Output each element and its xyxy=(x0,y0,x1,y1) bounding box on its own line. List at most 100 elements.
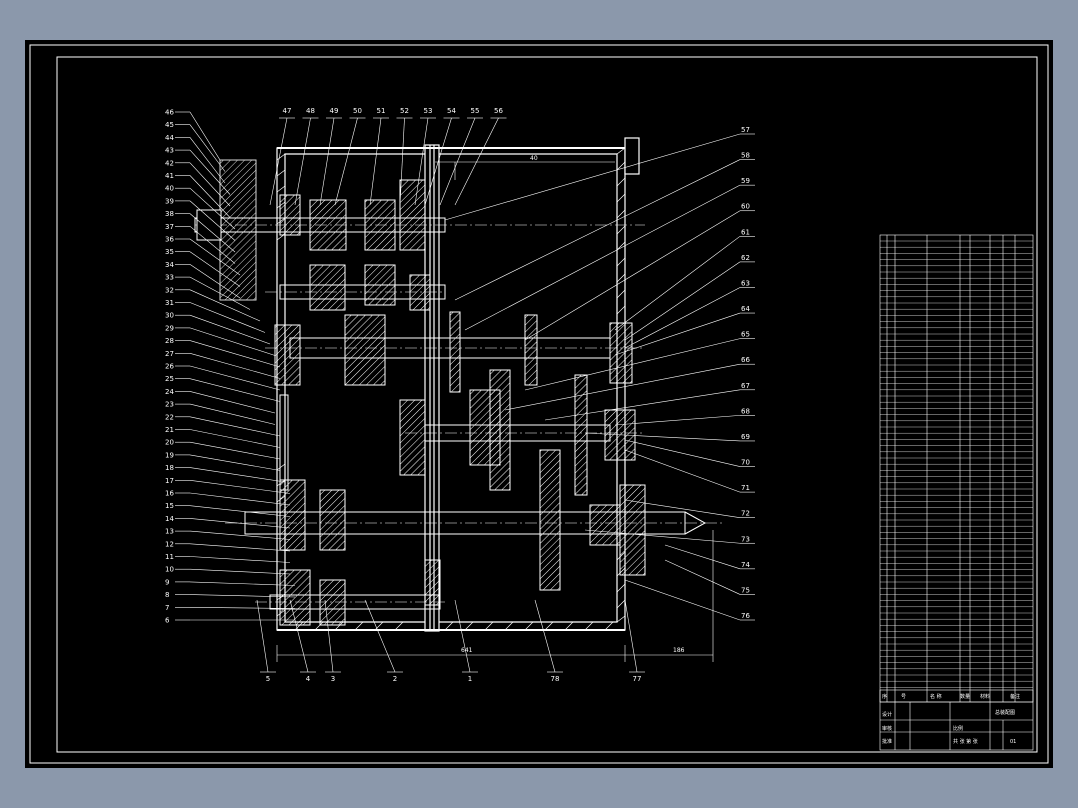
callout-number: 5 xyxy=(266,675,270,683)
callout-number: 65 xyxy=(741,331,750,339)
callout-number: 58 xyxy=(741,152,750,160)
callout-number: 22 xyxy=(165,413,174,421)
leader-line xyxy=(454,599,471,673)
leader-line xyxy=(189,187,236,230)
leader-line xyxy=(189,556,291,563)
leader-line xyxy=(664,559,741,595)
callout-number: 31 xyxy=(165,299,174,307)
callout-number: 54 xyxy=(447,107,456,115)
callout-number: 50 xyxy=(353,107,362,115)
callout-number: 20 xyxy=(165,439,174,447)
leader-line xyxy=(189,175,231,218)
callout-number: 71 xyxy=(741,484,750,492)
callout-number: 14 xyxy=(165,515,174,523)
title-block xyxy=(879,689,1034,751)
callout-number: 2 xyxy=(393,675,397,683)
leader-line xyxy=(189,403,276,425)
callout-number: 44 xyxy=(165,134,174,142)
callout-number: 15 xyxy=(165,502,174,510)
leader-line xyxy=(189,429,281,448)
outer-frame xyxy=(29,44,1049,764)
leader-line xyxy=(189,264,241,299)
callout-number: 12 xyxy=(165,540,174,548)
callout-number: 36 xyxy=(165,236,174,244)
callout-number: 3 xyxy=(331,675,335,683)
callout-number: 4 xyxy=(306,675,311,683)
leader-line xyxy=(624,261,741,341)
callout-number: 19 xyxy=(165,451,174,459)
leader-line xyxy=(189,226,236,264)
leader-line xyxy=(334,117,358,206)
leader-line xyxy=(614,236,741,331)
callout-number: 29 xyxy=(165,324,174,332)
leader-line xyxy=(624,449,741,493)
leader-line xyxy=(256,599,269,673)
callout-number: 38 xyxy=(165,210,174,218)
leader-line xyxy=(614,415,741,426)
callout-number: 66 xyxy=(741,356,750,364)
parts-list xyxy=(879,234,1034,703)
gearbox-housing xyxy=(276,137,640,632)
callout-number: 52 xyxy=(400,107,409,115)
callout-number: 41 xyxy=(165,172,174,180)
callout-number: 53 xyxy=(424,107,433,115)
callout-number: 28 xyxy=(165,337,174,345)
callout-number: 42 xyxy=(165,159,174,167)
header-remark: 备注 xyxy=(1010,693,1020,700)
dimension-top-span: 40 xyxy=(530,155,538,162)
leader-line xyxy=(189,213,236,253)
drawing-title: 总装配图 xyxy=(995,709,1015,716)
callout-number: 1 xyxy=(468,675,472,683)
callout-number: 8 xyxy=(165,591,169,599)
bottom-callouts: 5 4 3 2 1 78 77 xyxy=(256,599,645,683)
leader-line xyxy=(189,492,291,506)
leader-line xyxy=(189,365,281,391)
leader-line xyxy=(189,137,226,184)
leader-line xyxy=(399,117,405,206)
callout-number: 16 xyxy=(165,490,174,498)
dimension-right-extension: 186 xyxy=(673,647,685,654)
leader-line xyxy=(624,439,741,467)
sheet-label: 共 张 第 张 xyxy=(953,738,978,745)
callout-number: 39 xyxy=(165,197,174,205)
callout-number: 35 xyxy=(165,248,174,256)
callout-number: 69 xyxy=(741,433,750,441)
callout-number: 59 xyxy=(741,177,750,185)
leader-line xyxy=(189,467,286,483)
leader-line xyxy=(454,159,741,301)
callout-number: 55 xyxy=(471,107,480,115)
leader-line xyxy=(414,117,429,206)
leader-line xyxy=(189,454,281,471)
leader-line xyxy=(189,441,281,460)
leader-line xyxy=(504,363,741,411)
callout-number: 77 xyxy=(633,675,642,683)
title-block-fields: 设计 审核 批准 比例 共 张 第 张 总装配图 01 xyxy=(882,709,1016,745)
header-qty: 数量 xyxy=(960,693,970,700)
dimension-overall-width: 641 xyxy=(461,647,473,654)
callout-number: 32 xyxy=(165,286,174,294)
callout-number: 48 xyxy=(306,107,315,115)
leader-line xyxy=(189,543,291,552)
callout-number: 30 xyxy=(165,312,174,320)
callout-number: 78 xyxy=(551,675,560,683)
callout-number: 57 xyxy=(741,126,750,134)
leader-line xyxy=(269,117,288,206)
gears-and-bearings xyxy=(196,159,646,626)
inner-frame xyxy=(56,56,1038,753)
callout-number: 76 xyxy=(741,612,750,620)
callout-number: 9 xyxy=(165,578,169,586)
leader-line xyxy=(189,149,231,195)
leader-line xyxy=(189,480,291,494)
leader-line xyxy=(624,499,741,518)
leader-line xyxy=(454,117,499,206)
callout-number: 49 xyxy=(330,107,339,115)
leader-line xyxy=(189,378,281,402)
leader-line xyxy=(189,594,296,598)
callout-number: 23 xyxy=(165,401,174,409)
leader-line xyxy=(189,416,281,437)
leader-line xyxy=(189,530,291,540)
leader-line xyxy=(364,599,396,673)
leader-line xyxy=(189,238,241,276)
callout-number: 68 xyxy=(741,407,750,415)
leader-line xyxy=(189,289,261,322)
